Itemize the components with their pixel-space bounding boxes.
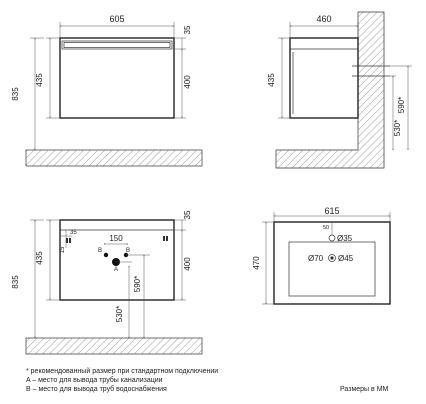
top-width-label: 615: [324, 206, 339, 216]
top-depth-label: 470: [252, 256, 261, 270]
side-view: 460 435 530* 590*: [267, 11, 412, 169]
front-width-label: 605: [109, 14, 124, 24]
note-b-meaning: B – место для вывода труб водоснабжения: [26, 385, 167, 393]
rear-fix-left-2: [69, 238, 71, 243]
side-wall-floor-hatch: [275, 11, 385, 169]
rear-view: 35 15 150 B B A 590* 530* 35 400 435 835: [11, 210, 203, 355]
side-530-label: 530*: [393, 120, 402, 136]
rear-fix-right-2: [166, 236, 168, 241]
note-a-meaning: A – место для вывода трубы канализации: [26, 376, 163, 384]
rear-body-height-label: 435: [35, 251, 44, 265]
top-basin-outline: [288, 241, 376, 297]
note-recommended: * рекомендованный размер при стандартном…: [26, 367, 218, 375]
front-height-label: 400: [183, 75, 192, 89]
front-total-height-label: 835: [11, 87, 20, 101]
rear-height-label: 400: [183, 257, 192, 271]
note-units: Размеры в ММ: [340, 386, 389, 393]
rear-marker-a: A: [114, 267, 118, 273]
rear-590-label: 590*: [133, 276, 142, 292]
rear-pipe-spacing-label: 150: [109, 234, 123, 243]
front-floor-hatch: [25, 149, 203, 167]
rear-marker-b-right: B: [126, 248, 130, 254]
rear-top-label: 35: [183, 210, 192, 219]
top-view: Ø35 Ø70 Ø45 615 50 470: [252, 206, 391, 305]
side-590-label: 590*: [397, 97, 406, 113]
notes: * рекомендованный размер при стандартном…: [26, 367, 389, 393]
side-cabinet-body: [289, 37, 359, 119]
rear-water-pipe-left: [103, 252, 109, 258]
front-top-label: 35: [183, 25, 192, 34]
top-hole-70-label: Ø70: [308, 254, 324, 263]
rear-floor-hatch: [25, 337, 203, 355]
rear-fix-left-1: [66, 238, 68, 243]
front-handle: [63, 42, 171, 48]
front-view: 605 35 400 435 835: [11, 14, 203, 167]
top-countertop-outline: [273, 221, 391, 305]
top-hole-45-label: Ø45: [338, 254, 354, 263]
top-hole-35-label: Ø35: [337, 234, 353, 243]
top-offset-label: 50: [323, 225, 329, 231]
front-body-height-label: 435: [35, 73, 44, 87]
rear-total-height-label: 835: [11, 275, 20, 289]
side-depth-label: 460: [316, 14, 331, 24]
side-height-label: 435: [267, 73, 276, 87]
rear-small-15-label: 15: [60, 246, 66, 253]
rear-marker-b-left: B: [98, 248, 102, 254]
top-hole-45: [330, 256, 334, 260]
rear-fix-right-1: [163, 236, 165, 241]
top-hole-70: [328, 254, 336, 262]
front-countertop: [61, 40, 173, 50]
rear-small-35-label: 35: [70, 230, 77, 236]
front-cabinet-body: [59, 37, 175, 119]
rear-530-label: 530*: [115, 306, 124, 322]
